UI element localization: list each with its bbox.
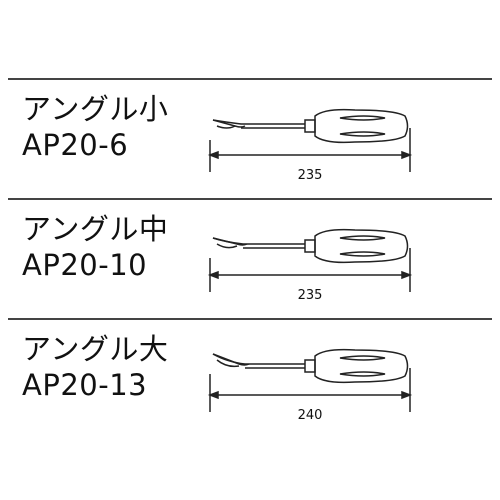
tool-handle [314, 228, 409, 264]
angle-pick-tool-drawing [207, 108, 413, 172]
tool-ferrule [304, 359, 316, 373]
angle-pick-tool-drawing [207, 228, 413, 292]
tool-shaft [212, 119, 305, 129]
separator-line [8, 318, 492, 320]
dimension-label: 235 [297, 168, 323, 183]
tool-handle [314, 348, 409, 384]
product-row-small: アングル小 AP20-6 235 [0, 80, 500, 200]
product-name: アングル小 [22, 92, 169, 126]
separator-line [8, 78, 492, 80]
product-row-medium: アングル中 AP20-10 235 [0, 200, 500, 320]
dimension-label: 240 [297, 408, 323, 423]
tool-ferrule [304, 239, 316, 253]
product-model: AP20-10 [22, 248, 148, 282]
dimension-label: 235 [297, 288, 323, 303]
product-model: AP20-13 [22, 368, 148, 402]
product-model: AP20-6 [22, 128, 129, 162]
product-name: アングル大 [22, 332, 169, 366]
tool-shaft [212, 237, 305, 249]
tool-handle [314, 108, 409, 144]
angle-pick-tool-drawing [207, 348, 413, 412]
tool-ferrule [304, 119, 316, 133]
product-row-large: アングル大 AP20-13 240 [0, 320, 500, 440]
product-name: アングル中 [22, 212, 169, 246]
tool-tip-hook [212, 119, 246, 128]
separator-line [8, 198, 492, 200]
tool-shaft [212, 353, 305, 369]
